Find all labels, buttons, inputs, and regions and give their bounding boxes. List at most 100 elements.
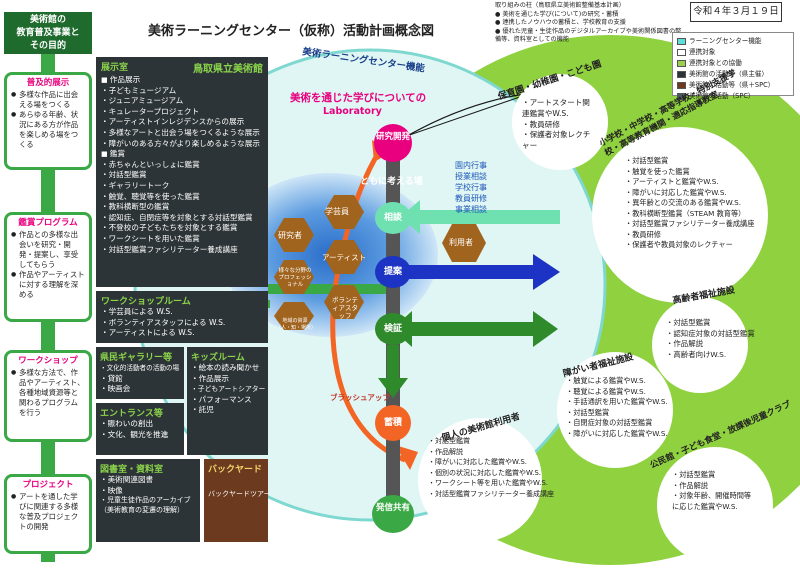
list-item: 絵本の読み聞かせ [191, 363, 264, 374]
list-item: 障がいに対応した鑑賞やW.S. [625, 188, 754, 199]
user-hex [442, 224, 486, 262]
elderly-list: 対話型鑑賞 認知症対象の対話型鑑賞 作品解説 高齢者向けW.S. [666, 318, 755, 361]
node-verify: 検証 [375, 313, 411, 345]
box-exhibition: 普及的展示 多様な作品に出会える場をつくる あらゆる年齢、状況にある方が作品を楽… [4, 72, 92, 170]
school-list: 対話型鑑賞 触覚を使った鑑賞 アーティストと鑑賞やW.S. 障がいに対応した鑑賞… [625, 156, 754, 251]
list-item: ジュニアミュージアム [101, 96, 263, 107]
list-item: 映画会 [100, 384, 180, 395]
list-item: 対話型鑑賞ファシリテーター養成講座 [625, 219, 754, 230]
list-item: 触覚を使った鑑賞 [625, 167, 754, 178]
legend-item: 美術館の活動（SPC） [677, 91, 789, 102]
note-line: ● 優れた児童・生徒作品のデジタルアーカイブや美術関係図書の整備等、資料室として… [495, 27, 682, 44]
list-item: ボランティアスタッフによる W.S. [101, 318, 263, 329]
hex-local-resources [274, 302, 314, 330]
box-appreciation-program: 鑑賞プログラム 作品との多様な出会いを研究・開発・提案し、享受してもらう 作品や… [4, 212, 92, 322]
list-item: 高齢者向けW.S. [666, 350, 755, 361]
section-heading: 作品展示 [101, 75, 263, 86]
list-item: 障がいのある方々がより楽しめるような展示 [101, 139, 263, 150]
list-item: キュレータープロジェクト [101, 107, 263, 118]
list-item: 教員研修 [522, 120, 592, 131]
list-item: 対話型鑑賞 [101, 170, 263, 181]
list-item: 障がいに対応した鑑賞やW.S. [428, 457, 554, 468]
library-panel: 図書室・資料室 美術関連図書 映像 児童生徒作品のアーカイブ（美術教育の変遷の理… [96, 459, 200, 542]
list-item: 学芸員による W.S. [101, 307, 263, 318]
user-label: 利用者 [449, 238, 473, 247]
list-item: 対話型鑑賞 [625, 156, 754, 167]
node-accumulate: 蓄積 [375, 405, 411, 441]
date-badge: 令和４年３月１９日 [690, 2, 782, 22]
box-item: 多様な作品に出会える場をつくる [11, 90, 85, 110]
list-item: 託児 [191, 405, 264, 416]
list-item: ギャラリートーク [101, 181, 263, 192]
list-item: 文化的活動者の活動の場 [100, 363, 180, 374]
hex-label: 研究者 [278, 231, 302, 240]
entrance-panel: エントランス等 賑わいの創出 文化、観光を推進 [96, 403, 184, 455]
list-item: 触覚による鑑賞やW.S. [566, 376, 668, 387]
hex-curator [324, 195, 364, 229]
box-item: アートを通した学びに関連する多様な普及プロジェクトの開発 [11, 492, 85, 532]
list-item: 作品解説 [666, 339, 755, 350]
list-item: 手話通訳を用いた鑑賞やW.S. [566, 397, 667, 408]
community-list: 対話型鑑賞 作品解説 対象年齢、開催時間等に応じた鑑賞やW.S. [672, 470, 754, 512]
list-item: 異年齢との交流のある鑑賞やW.S. [625, 198, 754, 209]
list-item: 子どもミュージアム [101, 86, 263, 97]
legend-item: ラーニングセンター機能 [677, 36, 789, 47]
list-item: 対話型鑑賞 [428, 436, 554, 447]
list-item: 保護者対象レクチャー [522, 130, 592, 152]
lab-subtitle: Laboratory [323, 106, 382, 117]
hex-volunteer [324, 285, 364, 319]
list-item: 触覚、聴覚等を使った鑑賞 [101, 192, 263, 203]
box-item: 作品との多様な出会いを研究・開発・提案し、享受してもらう [11, 230, 85, 270]
list-item: 不登校の子どもたちを対象とする鑑賞 [101, 223, 263, 234]
display-panel: 展示室 鳥取県立美術館 作品展示 子どもミュージアム ジュニアミュージアム キュ… [96, 57, 268, 287]
hex-label: アーティスト [322, 253, 367, 262]
hex-label: 学芸員 [325, 207, 349, 216]
consult-list: 園内行事 授業相談 学校行事 教員研修 事業相談 [455, 161, 487, 214]
list-item: 賑わいの創出 [100, 419, 180, 430]
panel-title: エントランス等 [100, 409, 163, 419]
list-item: 教科横断型鑑賞（STEAM 教育等） [625, 209, 754, 220]
box-project: プロジェクト アートを通した学びに関連する多様な普及プロジェクトの開発 [4, 474, 92, 554]
box-title: 鑑賞プログラム [18, 218, 78, 228]
notes-block: 取り組みの柱（鳥取県立美術館整備基本計画） ● 美術を通じた学び(について)の研… [495, 2, 685, 45]
list-item: 認知症、自閉症等を対象とする対話型鑑賞 [101, 213, 263, 224]
legend: ラーニングセンター機能 連携対象 連携対象との協働 美術館の活動等（県主催） 美… [672, 32, 794, 100]
list-item: アートスタート関連鑑賞やW.S. [522, 98, 592, 120]
list-item: パフォーマンス [191, 395, 264, 406]
list-item: 自閉症対象の対話型鑑賞 [566, 418, 668, 429]
brushup-label: ブラッシュアップ [330, 393, 390, 402]
brushup-arrow [330, 148, 406, 463]
list-item: 対話型鑑賞 [566, 408, 668, 419]
panel-title: バックヤード [208, 465, 263, 475]
panel-title: キッズルーム [191, 353, 245, 363]
list-item: 教科横断型の鑑賞 [101, 202, 263, 213]
list-item: アーティストによる W.S. [101, 328, 263, 339]
panel-title: ワークショップルーム [101, 297, 191, 307]
list-item: アーティストと鑑賞やW.S. [625, 177, 754, 188]
list-item: 保護者や教員対象のレクチャー [625, 240, 754, 251]
node-research: 研究開発 [374, 124, 412, 162]
list-item: 障がいに対応した鑑賞やW.S. [566, 429, 667, 440]
note-line: ● 連携したノウハウの蓄積と、学校教育の支援 [495, 19, 626, 27]
arrow-to-nursery [394, 89, 541, 141]
legend-item: 美術館の活動等（県主催） [677, 69, 789, 80]
individual-list: 対話型鑑賞 作品解説 障がいに対応した鑑賞やW.S. 個別の状況に対応した鑑賞や… [428, 436, 554, 499]
box-item: 多様な方法で、作品やアーティスト、各種地域資源等と関わるプログラムを行う [11, 368, 85, 418]
box-item: 作品やアーティストに対する理解を深める [11, 270, 85, 300]
box-title: 普及的展示 [26, 78, 70, 88]
hex-researcher [274, 218, 314, 252]
panel-title: 県民ギャラリー等 [100, 353, 173, 363]
list-item: バックヤードツアー [208, 490, 271, 498]
backyard-panel: バックヤード バックヤードツアー [204, 459, 271, 542]
display-title: 展示室 [101, 63, 129, 73]
box-title: ワークショップ [18, 356, 78, 366]
box-item: あらゆる年齢、状況にある方が作品を楽しめる場をつくる [11, 110, 85, 150]
list-item: 作品解説 [428, 447, 554, 458]
list-item: 対話型鑑賞ファシリテーター養成講座 [101, 245, 263, 256]
kids-room-panel: キッズルーム 絵本の読み聞かせ 作品展示 子どもアートシアター パフォーマンス … [187, 347, 268, 455]
list-item: ワークシート等を用いた鑑賞やW.S. [428, 478, 554, 489]
disabled-list: 触覚による鑑賞やW.S. 聴覚による鑑賞やW.S. 手話通訳を用いた鑑賞やW.S… [566, 376, 668, 440]
hex-artist [324, 240, 364, 274]
nursery-list: アートスタート関連鑑賞やW.S. 教員研修 保護者対象レクチャー [522, 98, 592, 152]
box-workshop: ワークショップ 多様な方法で、作品やアーティスト、各種地域資源等と関わるプログラ… [4, 350, 92, 442]
